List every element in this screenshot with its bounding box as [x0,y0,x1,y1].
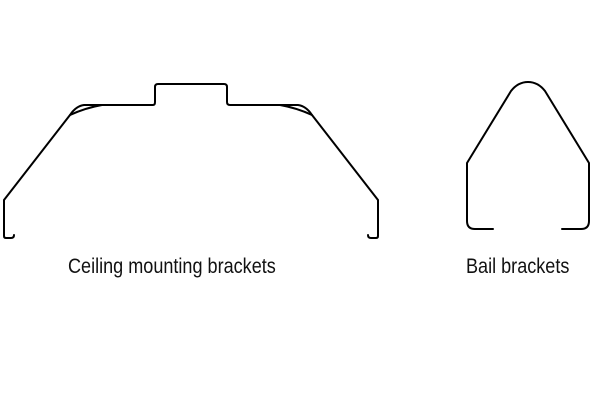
ceiling-mounting-brackets-label: Ceiling mounting brackets [68,255,276,278]
bail-brackets-label: Bail brackets [466,255,570,278]
ceiling-mounting-bracket-shape [3,83,379,239]
ceiling-bracket-inner-left-curve [69,104,103,116]
bail-bracket-shape [466,81,590,230]
ceiling-bracket-inner-right-curve [279,104,313,116]
